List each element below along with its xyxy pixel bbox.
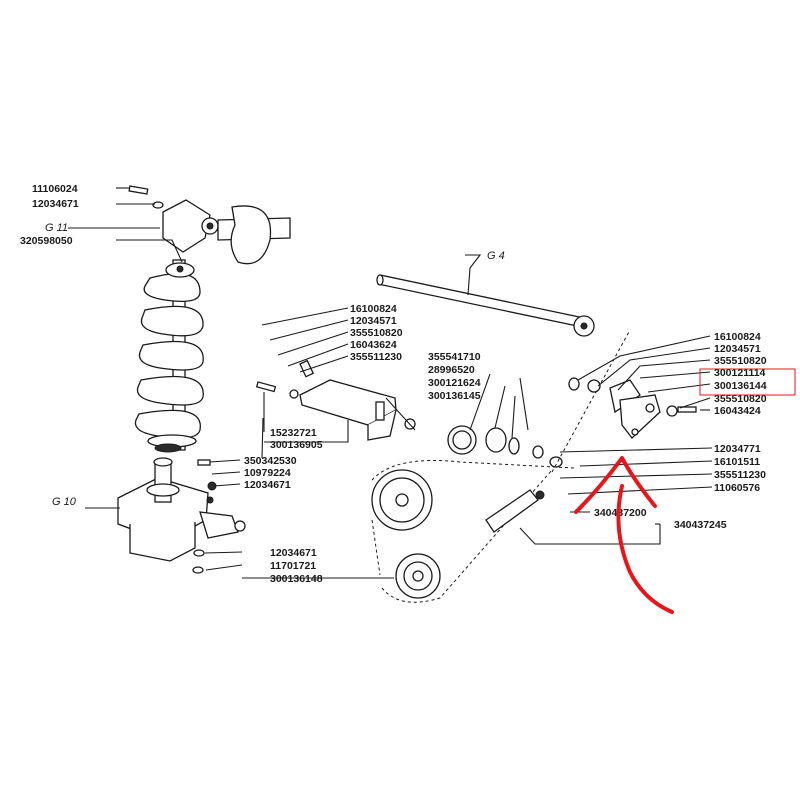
part-labels: 11106024 12034671 G 11 320598050 G 4 161… [20,183,767,585]
part-label: 11060576 [714,482,760,494]
part-label: 350342530 [244,455,297,467]
part-label: 340437245 [674,519,727,531]
part-label: 15232721 [270,427,317,439]
sprocket-chain-assembly [371,329,631,603]
part-label: 11106024 [32,183,78,195]
part-label: 320598050 [20,235,73,247]
part-label: 11701721 [270,560,316,572]
group-label-g10: G 10 [52,496,77,508]
part-label: 355510820 [350,327,403,339]
part-label: 16101511 [714,456,760,468]
part-label: 300136905 [270,439,323,451]
part-label: 355510820 [714,393,767,405]
group-label-g4: G 4 [487,250,505,262]
part-label: 12034671 [244,479,291,491]
part-label: 12034671 [32,198,79,210]
leader-lines [68,187,713,579]
part-label: 16100824 [714,331,761,343]
part-label: 16100824 [350,303,397,315]
red-arrow [574,456,657,514]
part-label: 12034571 [350,315,397,327]
part-label: 300136145 [428,390,481,402]
group-label-g11: G 11 [45,222,68,234]
red-arrow-tail [616,484,674,614]
part-label: 355510820 [714,355,767,367]
part-label: 16043624 [350,339,397,351]
auger-assembly [128,185,291,453]
gearbox-assembly [117,457,246,574]
part-label: 300121624 [428,377,481,389]
chain-tensioner [568,377,697,439]
part-label: 355511230 [350,351,402,363]
part-label: 300121114 [714,367,766,379]
part-label: 355541710 [428,351,481,363]
part-label: 355511230 [714,469,766,481]
part-label: 28996520 [428,364,475,376]
part-label: 300136148 [270,573,323,585]
part-label: 16043424 [714,405,761,417]
part-label: 12034671 [270,547,317,559]
part-label: 10979224 [244,467,291,479]
highlight-box [699,368,796,396]
red-annotations [574,368,796,614]
part-label: 12034571 [714,343,761,355]
drive-shaft [376,274,595,337]
part-label: 300136144 [714,380,767,392]
part-label: 12034771 [714,443,761,455]
